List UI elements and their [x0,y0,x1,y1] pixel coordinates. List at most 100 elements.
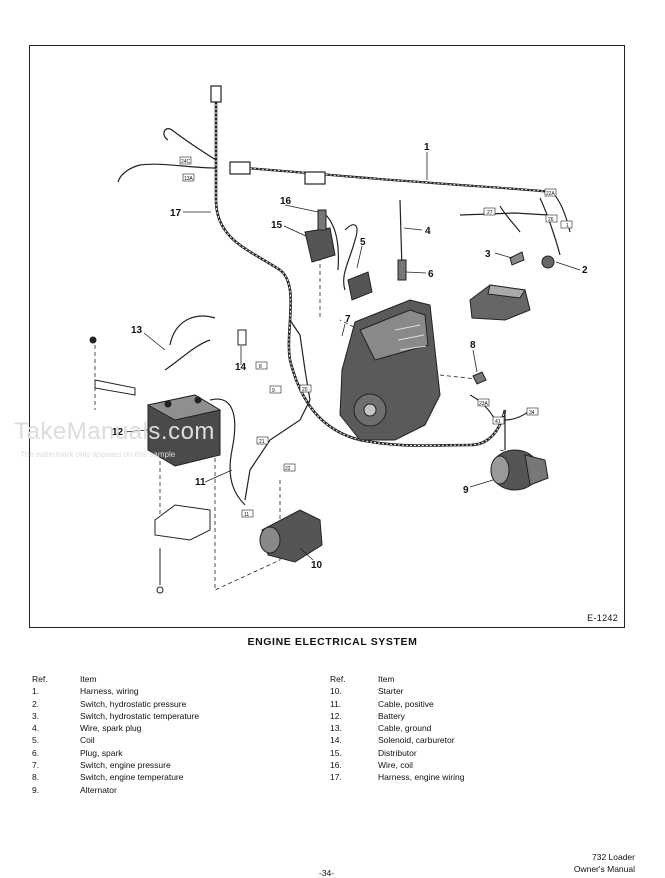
legend-item: Plug, spark [80,747,123,758]
legend-row: 11. Cable, positive [330,699,464,711]
diagram-frame: E-1242 [29,45,625,628]
harness-drawing [94,85,571,591]
callout-14: 14 [235,362,247,373]
legend-item: Starter [378,686,404,697]
legend-ref: 15. [330,747,342,758]
legend-ref: 14. [330,735,342,746]
distributor [304,209,336,263]
legend-ref: 6. [32,747,40,758]
legend-right: Ref. Item 10.Starter 11.Cable, positive … [330,674,464,785]
component-drawings [89,209,555,594]
callout-10: 10 [311,560,323,571]
legend-ref: 17. [330,772,342,783]
legend-row: 7.Switch, engine pressure [32,760,199,772]
footer-model: 732 Loader [591,852,635,862]
legend-item: Switch, hydrostatic pressure [80,698,187,709]
wire-tag-labels: 24C 13A 22A 27 26 1 8 9 20 21 22 11 23A … [181,159,569,518]
legend-ref: 10. [330,686,342,697]
watermark-text: TakeManuals.com [14,418,215,445]
legend-row: 13. Cable, ground [330,723,464,735]
legend-ref: 3. [32,710,40,721]
wire-tag: 22A [546,191,556,197]
wire-tag: 22 [285,466,291,472]
wire-tag: 13A [184,176,194,182]
wire-tags [179,156,573,518]
legend-ref: 16. [330,760,342,771]
legend-item: Wire, coil [378,760,413,771]
footer-manual: Owner's Manual [573,864,635,874]
page-number: -34- [319,868,335,878]
legend-ref: 13. [330,723,342,734]
legend-item: Solenoid, carburetor [378,735,455,746]
wire-tag: 26 [548,217,554,223]
wire-tag: 27 [487,210,493,216]
legend-ref: 4. [32,723,40,734]
legend-item: Harness, engine wiring [378,772,465,783]
item-header: Item [80,674,97,684]
legend-left: Ref. Item 1. Harness, wiring 2.Switch, hy… [32,674,199,797]
hydrostatic-block [469,284,531,321]
alternator [490,449,549,491]
ref-header: Ref. [32,674,48,684]
ref-header: Ref. [330,674,346,684]
wire-tag: 20 [302,387,308,393]
callout-11: 11 [195,477,206,488]
wire-tag: 23A [479,401,489,407]
figure-caption: ENGINE ELECTRICAL SYSTEM [247,636,418,648]
figure-code: E-1242 [587,613,618,623]
battery-tray [154,504,211,541]
legend-ref: 5. [32,735,40,746]
callout-1: 1 [424,142,430,153]
leader-lines [123,152,581,561]
legend-row: 1. Harness, wiring [32,686,199,698]
watermark-subtext: The watermark only appears on this sampl… [20,450,176,459]
legend-item: Cable, ground [378,723,432,734]
legend-row: 2.Switch, hydrostatic pressure [32,699,199,711]
wire-tag: 24C [181,159,191,165]
callout-15: 15 [271,220,283,231]
wire-tag: 8 [259,364,262,370]
callout-6: 6 [428,269,434,280]
wire-tag: 41 [495,419,501,425]
footer-title: 732 Loader Owner's Manual [574,851,635,875]
legend-row: 5. Coil [32,735,199,747]
callout-13: 13 [131,325,143,336]
wire-tag: 34 [529,410,535,416]
wire-tag: 21 [259,439,265,445]
legend-ref: 7. [32,760,40,771]
legend-item: Switch, hydrostatic temperature [80,710,200,721]
legend-ref: 12. [330,710,342,721]
callout-5: 5 [360,237,366,248]
legend-item: Cable, positive [378,698,434,709]
legend-ref: 8. [32,772,40,783]
starter [259,509,323,563]
legend-row: 9.Alternator [32,785,199,797]
legend-row: 6. Plug, spark [32,748,199,760]
callout-8: 8 [470,340,476,351]
callout-3: 3 [485,249,491,260]
legend-header: Ref. Item [330,674,464,686]
legend-item: Coil [80,735,95,746]
legend-row: 17. Harness, engine wiring [330,772,464,784]
callout-numbers: 1 2 3 4 5 6 7 8 9 10 11 12 13 14 15 16 1… [112,142,588,571]
callout-4: 4 [425,226,431,237]
legend-row: 4.Wire, spark plug [32,723,199,735]
legend-header: Ref. Item [32,674,199,686]
callout-17: 17 [170,208,182,219]
legend-ref: 11. [330,698,342,709]
legend-item: Harness, wiring [80,686,139,697]
callout-7: 7 [345,314,351,325]
wire-tag: 11 [244,512,249,518]
legend-row: 15.Distributor [330,748,464,760]
legend-row: 14. Solenoid, carburetor [330,735,464,747]
legend-row: 8.Switch, engine temperature [32,772,199,784]
legend-item: Alternator [80,784,117,795]
callout-12: 12 [112,427,124,438]
wire-tag: 9 [272,388,275,394]
legend-row: 3. Switch, hydrostatic temperature [32,711,199,723]
legend-row: 12.Battery [330,711,464,723]
wire-tag: 1 [566,223,569,229]
legend-ref: 1. [32,686,40,697]
legend-row: 10. Starter [330,686,464,698]
